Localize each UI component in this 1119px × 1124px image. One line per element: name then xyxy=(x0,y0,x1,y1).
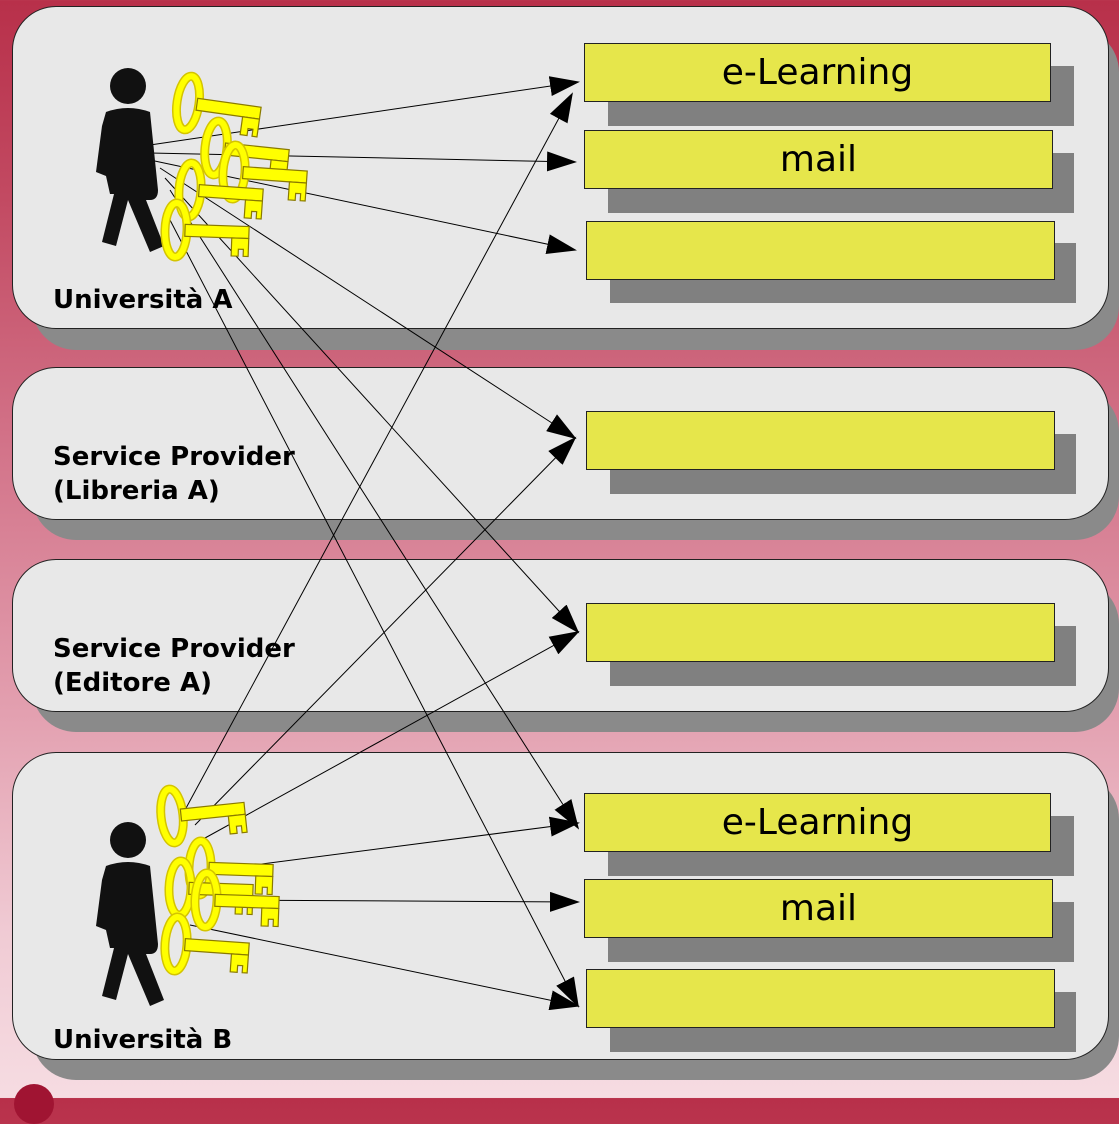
diagram-overlay xyxy=(96,68,580,1011)
service-label: mail xyxy=(779,888,858,929)
key-icon xyxy=(158,782,247,844)
panel-label: Università B xyxy=(53,1025,233,1055)
service-box-b3 xyxy=(586,969,1055,1028)
service-box-e-learning-b: e-Learning xyxy=(584,793,1051,852)
service-box-mail-a: mail xyxy=(584,130,1053,189)
panel-label: Service Provider (Libreria A) xyxy=(53,442,295,506)
arrow xyxy=(169,189,580,830)
person-icon xyxy=(96,68,164,252)
service-box-libreria xyxy=(586,411,1055,470)
panel-label: Service Provider (Editore A) xyxy=(53,634,295,698)
arrow xyxy=(159,167,577,440)
arrow xyxy=(149,76,580,146)
service-box-editore xyxy=(586,603,1055,662)
arrow xyxy=(184,92,573,811)
key-icon xyxy=(164,203,250,260)
service-box-mail-b: mail xyxy=(584,879,1053,938)
arrow xyxy=(149,151,577,172)
arrow xyxy=(204,631,580,839)
arrow xyxy=(169,219,579,1008)
service-label: e-Learning xyxy=(721,802,914,843)
panel-label: Università A xyxy=(53,285,233,315)
service-label: e-Learning xyxy=(721,52,914,93)
service-box-e-learning-a: e-Learning xyxy=(584,43,1051,102)
arrow xyxy=(164,177,580,634)
service-box-a3 xyxy=(586,221,1055,280)
arrow xyxy=(189,924,580,1011)
person-icon xyxy=(96,822,164,1006)
arrow xyxy=(214,816,580,871)
arrows-universita-b xyxy=(184,92,580,1011)
arrow xyxy=(194,436,577,826)
service-label: mail xyxy=(779,139,858,180)
